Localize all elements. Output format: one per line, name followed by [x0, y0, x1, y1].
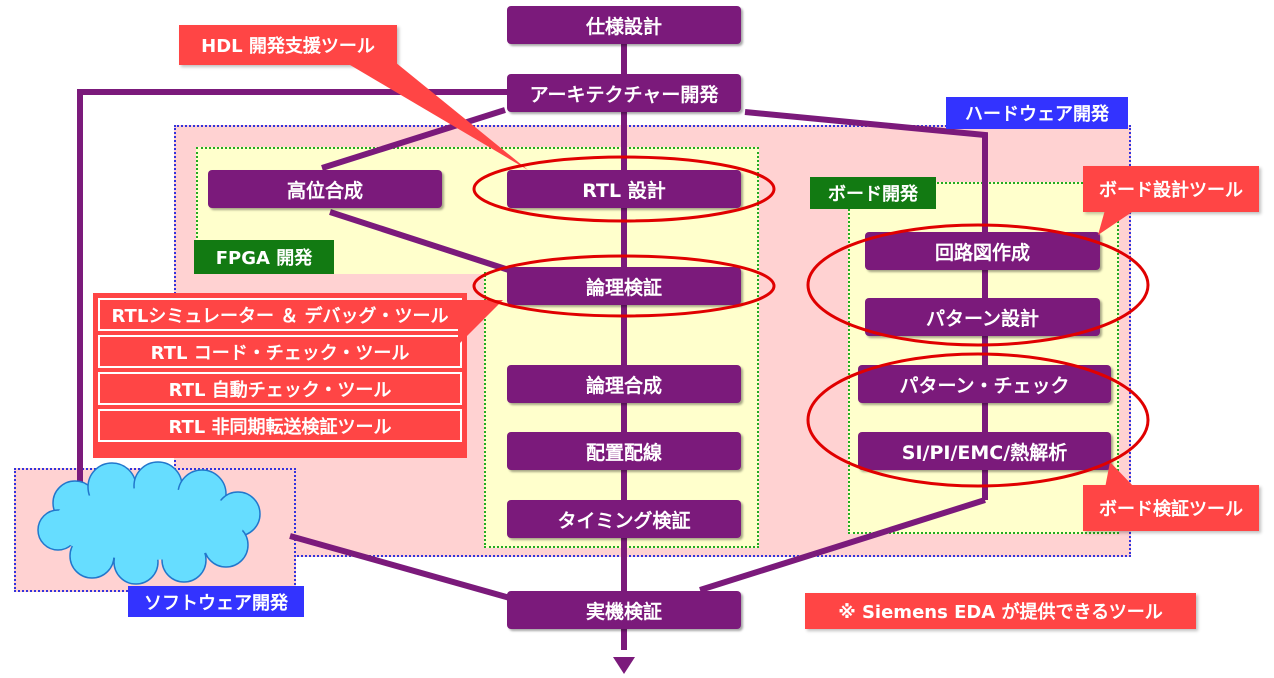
rtl-tool-list: RTLシミュレーター ＆ デバッグ・ツール RTL コード・チェック・ツール R… — [93, 293, 467, 458]
schematic-box: 回路図作成 — [865, 232, 1100, 270]
arch-to-board-line — [744, 109, 988, 232]
board-to-prototype-line — [699, 497, 986, 593]
hardware-dev-label: ハードウェア開発 — [946, 97, 1128, 129]
software-dev-label: ソフトウェア開発 — [128, 586, 304, 617]
flow-arrow-head — [613, 657, 635, 674]
hls-box: 高位合成 — [208, 170, 442, 208]
hls-to-verify-line — [329, 209, 516, 275]
board-verify-tools-callout: ボード検証ツール — [1083, 485, 1259, 531]
fpga-dev-label: FPGA 開発 — [194, 240, 334, 274]
place-route-box: 配置配線 — [507, 432, 741, 470]
cloud-line-1: ソフトウェア — [79, 495, 187, 516]
spec-design-box: 仕様設計 — [507, 6, 741, 44]
board-design-tools-callout: ボード設計ツール — [1083, 166, 1259, 212]
pattern-design-box: パターン設計 — [865, 298, 1100, 336]
software-to-prototype-line — [289, 533, 511, 601]
cloud-line-2: 設計・検証 — [88, 521, 178, 542]
arch-to-hls-line — [321, 107, 506, 171]
hdl-tools-callout: HDL 開発支援ツール — [179, 25, 397, 65]
rtl-tool-item: RTLシミュレーター ＆ デバッグ・ツール — [98, 298, 462, 331]
rtl-tool-item: RTL 非同期転送検証ツール — [98, 409, 462, 442]
siemens-note: ※ Siemens EDA が提供できるツール — [805, 593, 1196, 629]
rtl-design-box: RTL 設計 — [507, 170, 741, 208]
architecture-box: アーキテクチャー開発 — [507, 74, 741, 112]
prototype-verify-box: 実機検証 — [507, 591, 741, 629]
logic-verify-box: 論理検証 — [507, 267, 741, 305]
pattern-check-box: パターン・チェック — [858, 365, 1111, 403]
rtl-tool-item: RTL コード・チェック・ツール — [98, 335, 462, 368]
si-analysis-box: SI/PI/EMC/熱解析 — [858, 432, 1111, 470]
software-cloud-label: ソフトウェア 設計・検証 — [58, 493, 208, 553]
timing-verify-box: タイミング検証 — [507, 500, 741, 538]
logic-synth-box: 論理合成 — [507, 365, 741, 403]
board-dev-label: ボード開発 — [810, 177, 936, 209]
rtl-tool-item: RTL 自動チェック・ツール — [98, 372, 462, 405]
